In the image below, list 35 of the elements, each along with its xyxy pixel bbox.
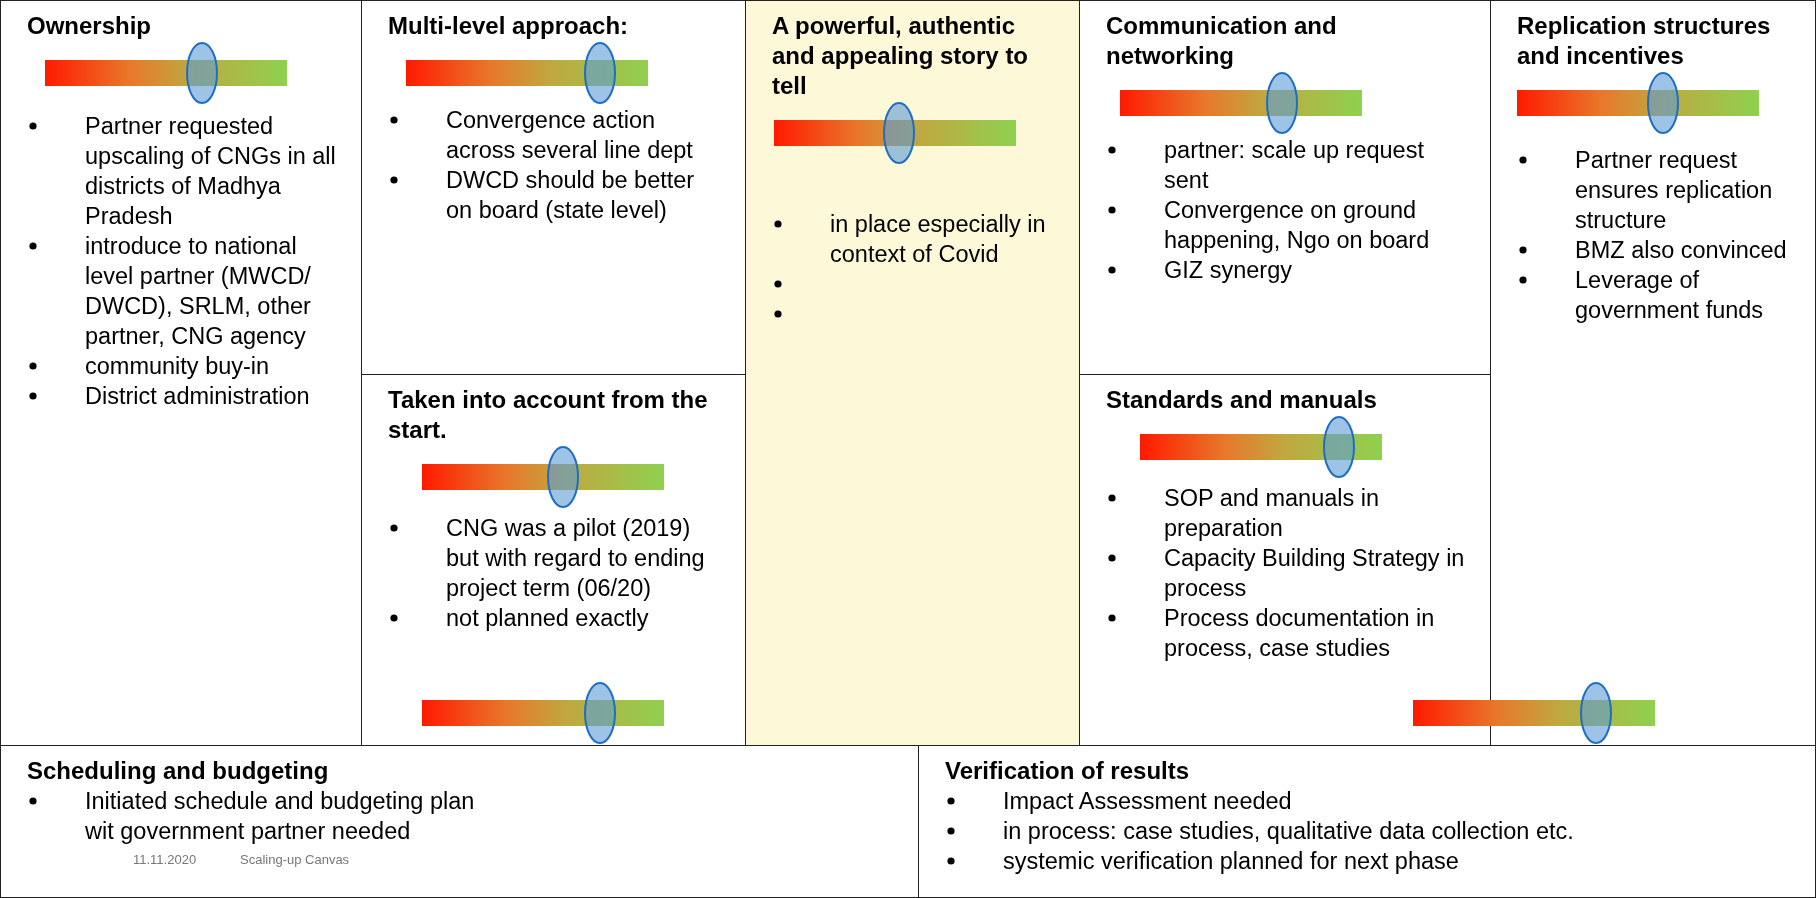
cell-heading: Replication structures and incentives xyxy=(1517,11,1772,71)
bullet-item: BMZ also convinced xyxy=(1575,237,1787,263)
bullet-item: Capacity Building Strategy in process xyxy=(1164,545,1465,601)
bullet-item: Process documentation in process, case studies xyxy=(1164,605,1435,661)
canvas-cell xyxy=(745,0,1080,746)
cell-heading: Ownership xyxy=(27,11,153,41)
bullet-item: Leverage of government funds xyxy=(1575,267,1764,323)
bullet-item: Impact Assessment needed xyxy=(1003,788,1292,814)
bullet-item: Initiated schedule and budgeting plan wit government partner needed xyxy=(85,788,475,844)
bullet-item: in process: case studies, qualitative data collection etc. xyxy=(1003,818,1574,844)
bullet-item: GIZ synergy xyxy=(1164,257,1292,283)
cell-heading: Standards and manuals xyxy=(1106,385,1378,415)
bullet-item: community buy-in xyxy=(85,353,270,379)
bullet-item: systemic verification planned for next phase xyxy=(1003,848,1459,874)
canvas-cell xyxy=(0,0,362,746)
canvas-cell xyxy=(0,745,919,898)
bullet-item: DWCD should be better on board (state level) xyxy=(446,167,695,223)
bullet-item: partner: scale up request sent xyxy=(1164,137,1424,193)
footer-text: Scaling-up Canvas xyxy=(240,852,350,867)
cell-heading: Multi-level approach: xyxy=(388,11,630,41)
cell-heading: Verification of results xyxy=(945,756,1191,786)
bullet-item: District administration xyxy=(85,383,310,409)
canvas-cell xyxy=(918,745,1816,898)
cell-heading: Scheduling and budgeting xyxy=(27,756,330,786)
bullet-item: in place especially in context of Covid xyxy=(830,211,1046,267)
bullet-item: SOP and manuals in preparation xyxy=(1164,485,1380,541)
cell-heading: Communication and networking xyxy=(1106,11,1338,71)
cell-heading: A powerful, authentic and appealing story to tell xyxy=(772,11,1030,101)
bullet-item: CNG was a pilot (2019) but with regard to ending project term (06/20) xyxy=(446,515,705,601)
bullet-item: not planned exactly xyxy=(446,605,649,631)
footer-date: 11.11.2020 xyxy=(133,852,197,867)
cell-heading: Taken into account from the start. xyxy=(388,385,709,445)
bullet-item: Convergence on ground happening, Ngo on board xyxy=(1164,197,1430,253)
bullet-item: Convergence action across several line dept xyxy=(446,107,693,163)
bullet-item: Partner request ensures replication structure xyxy=(1575,147,1773,233)
